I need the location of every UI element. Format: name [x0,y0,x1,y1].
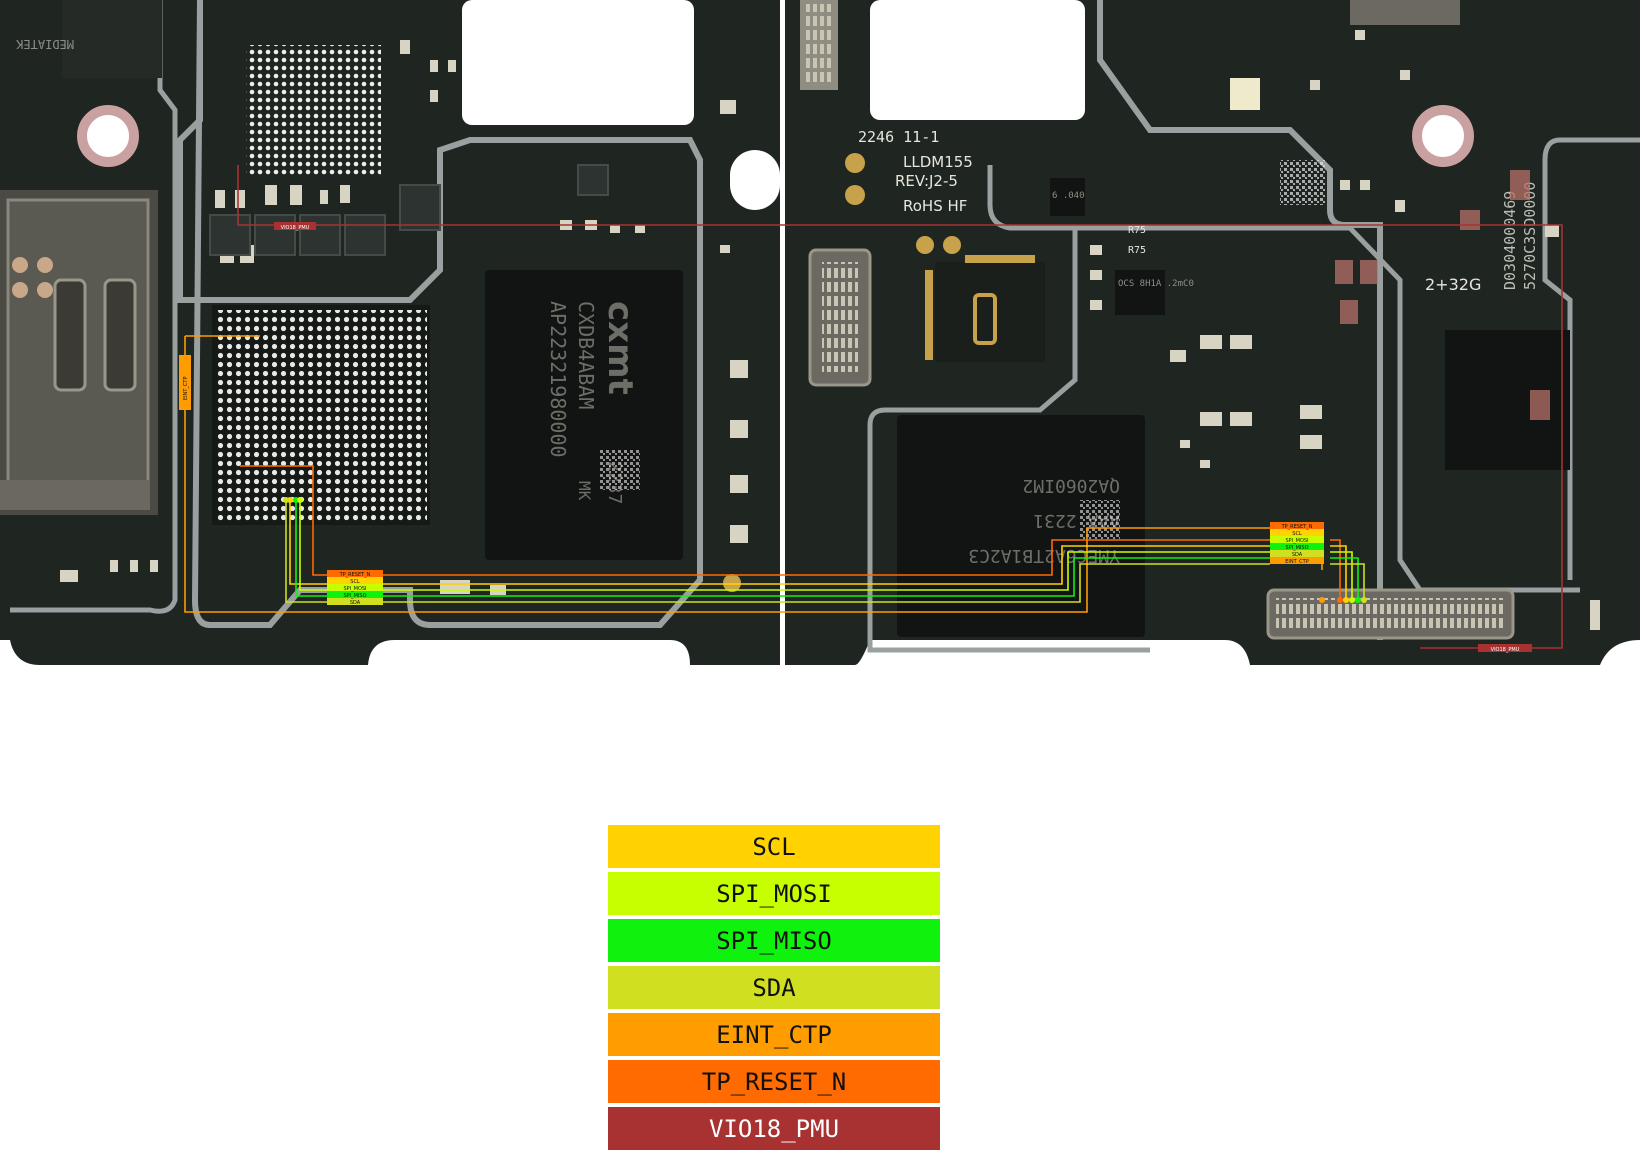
trace-tp-reset-n [240,465,1341,600]
left-board-cutout [462,0,694,125]
legend-item-spi-miso: SPI_MISO [608,919,940,962]
legend-item-tp-reset-n: TP_RESET_N [608,1060,940,1103]
mediatek-chip [62,0,162,78]
emmc-line3: QA2060IM2 [1022,475,1120,496]
gold-pad-area [935,262,1045,362]
cxmt-lot: AP22321980000 [546,301,570,458]
tag-vio-left-box [274,222,316,230]
btb-connector-right-top [1350,0,1460,25]
cxmt-brand: cxmt [600,301,640,395]
silk-date-code: 2246 11-1 [858,128,939,146]
tag-left-spi-mosi: SPI_MOSI [343,586,366,592]
tag-left-scl: SCL [350,579,360,585]
trace-spi-mosi [299,500,1353,600]
silk-serial-1: D0304000469 [1501,191,1519,290]
small-ic [1115,270,1165,315]
trace-spi-miso [295,500,1359,600]
soc-bga-balls [215,310,427,522]
silk-resistor-2: R75 [1128,245,1146,256]
silk-resistor-1: R75 [1128,225,1146,236]
emmc-chip [897,415,1145,637]
legend-label-sda: SDA [752,973,796,1002]
silk-memory: 2+32G [1425,275,1481,294]
small-ic-label: OCS 8H1A .2mC0 [1118,279,1194,289]
tag-left-sda: SDA [350,600,361,606]
pmic-small [1050,178,1085,216]
tag-vio-right: VIO18_PMU [1491,647,1520,653]
legend-label-spi-mosi: SPI_MOSI [716,879,832,908]
tag-cluster-left: TP_RESET_N SCL SPI_MOSI SPI_MISO SDA [327,570,383,606]
silk-rohs: RoHS HF [903,197,967,215]
mount-hole [77,105,139,167]
shield-outline [867,225,1150,653]
tag-left-spi-miso: SPI_MISO [343,593,366,599]
legend-item-eint-ctp: EINT_CTP [608,1013,940,1056]
pmic-small-label: 6 .040 [1052,191,1085,201]
mount-hole [1412,105,1474,167]
tag-right-scl: SCL [1292,531,1302,537]
silk-serial-2: 5270C3SD0000 [1521,182,1539,290]
legend-label-scl: SCL [752,832,796,861]
pcb-board-photo: MEDIATEK cxmt CXDB4ABAM AP22321980000 MK… [0,0,1640,665]
shield-outline [177,0,703,628]
emmc-part: YMEC6A2TB1A2C3 [968,545,1120,566]
tag-eint-vertical: EINT_CTP [183,377,189,401]
shield-outline [1542,137,1640,580]
tag-right-spi-miso: SPI_MISO [1285,545,1308,551]
inductors-left [209,164,609,256]
legend-label-spi-miso: SPI_MISO [716,926,832,955]
tag-right-tp-reset-n: TP_RESET_N [1281,524,1313,530]
tag-eint-vertical-box [179,355,191,410]
tag-right-spi-mosi: SPI_MOSI [1285,538,1308,544]
cxmt-suffix: MK [575,481,594,501]
legend-label-tp-reset-n: TP_RESET_N [701,1067,847,1096]
silk-revision: REV:J2-5 [895,172,958,190]
mediatek-label: MEDIATEK [15,37,74,51]
notch [730,150,780,210]
tag-vio-left: VIO18_PMU [281,225,310,231]
legend-item-vio18-pmu: VIO18_PMU [608,1107,940,1150]
tag-cluster-right: TP_RESET_N SCL SPI_MOSI SPI_MISO SDA EIN… [1270,522,1324,565]
silk-model: LLDM155 [903,153,973,171]
trace-sda [285,500,1365,603]
tag-right-eint-ctp: EINT_CTP [1285,559,1309,565]
passives-right [1090,30,1600,630]
cxmt-part: CXDB4ABAM [574,301,598,409]
legend-item-spi-mosi: SPI_MOSI [608,872,940,915]
legend-label-vio18-pmu: VIO18_PMU [708,1114,840,1143]
bga-upper [246,45,381,175]
trace-pins [283,497,1367,603]
legend-item-sda: SDA [608,966,940,1009]
right-board-cutout [870,0,1085,120]
tag-right-sda: SDA [1292,552,1303,558]
led [1230,78,1260,110]
copper-pads [1335,170,1550,420]
tag-vio-right-box [1478,644,1532,652]
legend-item-scl: SCL [608,825,940,868]
right-bga [1445,330,1570,470]
shield-outline [10,0,178,614]
tag-left-tp-reset-n: TP_RESET_N [339,572,371,578]
trace-scl [289,500,1347,600]
legend-label-eint-ctp: EINT_CTP [716,1020,832,1049]
